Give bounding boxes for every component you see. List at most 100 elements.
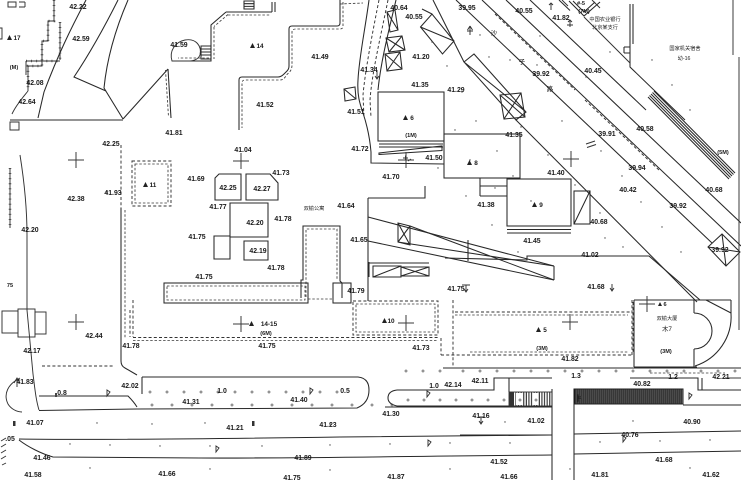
svg-text:40.76: 40.76 (621, 432, 638, 439)
svg-text:41.82: 41.82 (561, 356, 578, 363)
svg-text:41.78: 41.78 (267, 265, 284, 272)
svg-text:41.38: 41.38 (477, 202, 494, 209)
svg-text:42.21: 42.21 (712, 374, 729, 381)
svg-text:41.78: 41.78 (122, 343, 139, 350)
svg-text:(5M): (5M) (717, 150, 729, 156)
svg-text:双榆公寓: 双榆公寓 (304, 204, 325, 212)
svg-text:41.59: 41.59 (170, 42, 187, 49)
svg-text:41.66: 41.66 (158, 471, 175, 478)
svg-text:11: 11 (150, 182, 157, 189)
svg-text:41.75: 41.75 (258, 343, 275, 350)
svg-text:41.31: 41.31 (182, 399, 199, 406)
svg-text:42.59: 42.59 (72, 36, 89, 43)
svg-text:41.75: 41.75 (447, 286, 464, 293)
svg-text:42.27: 42.27 (253, 186, 270, 193)
svg-text:幼-16: 幼-16 (678, 54, 691, 62)
svg-text:41.16: 41.16 (472, 413, 489, 420)
svg-text:41.58: 41.58 (24, 472, 41, 479)
svg-text:(7M): (7M) (578, 9, 590, 15)
svg-text:14-15: 14-15 (261, 321, 278, 328)
svg-text:42.22: 42.22 (69, 4, 86, 11)
svg-text:41.20: 41.20 (412, 54, 429, 61)
svg-text:42.14: 42.14 (444, 382, 461, 389)
svg-text:41.70: 41.70 (382, 174, 399, 181)
svg-text:41.78: 41.78 (274, 216, 291, 223)
svg-text:42.25: 42.25 (102, 141, 119, 148)
svg-text:41.40: 41.40 (547, 170, 564, 177)
svg-text:41.75: 41.75 (188, 234, 205, 241)
svg-text:41.83: 41.83 (16, 379, 33, 386)
svg-text:41.40: 41.40 (290, 397, 307, 404)
svg-text:1.3: 1.3 (571, 373, 581, 380)
svg-text:(M): (M) (10, 65, 19, 71)
svg-text:42.44: 42.44 (85, 333, 102, 340)
svg-text:41.52: 41.52 (490, 459, 507, 466)
svg-text:40.82: 40.82 (633, 381, 650, 388)
svg-text:41.46: 41.46 (33, 455, 50, 462)
svg-text:39.92: 39.92 (711, 247, 728, 254)
svg-text:40.45: 40.45 (584, 68, 601, 75)
svg-text:41.79: 41.79 (347, 288, 364, 295)
svg-text:14: 14 (256, 43, 264, 50)
svg-text:42.25: 42.25 (219, 185, 236, 192)
svg-text:1.0: 1.0 (429, 383, 439, 390)
svg-text:1.2: 1.2 (668, 374, 678, 381)
svg-text:41.45: 41.45 (523, 238, 540, 245)
svg-text:41.81: 41.81 (591, 472, 608, 479)
svg-text:41.52: 41.52 (256, 102, 273, 109)
svg-text:41.75: 41.75 (283, 475, 300, 480)
svg-text:41.07: 41.07 (26, 420, 43, 427)
svg-text:42.08: 42.08 (26, 80, 43, 87)
svg-text:41.73: 41.73 (272, 170, 289, 177)
svg-text:41.50: 41.50 (425, 155, 442, 162)
svg-text:41.65: 41.65 (350, 237, 367, 244)
svg-text:.05: .05 (5, 436, 15, 443)
svg-text:41.30: 41.30 (382, 411, 399, 418)
svg-text:41.72: 41.72 (351, 146, 368, 153)
svg-text:40.68: 40.68 (705, 187, 722, 194)
svg-text:39.92: 39.92 (532, 71, 549, 78)
svg-text:6: 6 (410, 115, 414, 122)
svg-text:17: 17 (13, 35, 21, 42)
svg-text:40.64: 40.64 (390, 5, 407, 12)
svg-text:国家机关宿舍: 国家机关宿舍 (669, 44, 701, 52)
svg-text:(6M): (6M) (260, 331, 272, 337)
svg-text:41.29: 41.29 (447, 87, 464, 94)
svg-text:(3M): (3M) (536, 346, 548, 352)
svg-text:10: 10 (387, 318, 395, 325)
svg-text:41.62: 41.62 (702, 472, 719, 479)
svg-text:6: 6 (663, 302, 666, 308)
svg-text:42.38: 42.38 (67, 196, 84, 203)
svg-text:41.23: 41.23 (319, 422, 336, 429)
svg-text:40.90: 40.90 (683, 419, 700, 426)
svg-text:41.77: 41.77 (209, 204, 226, 211)
svg-text:42.20: 42.20 (246, 220, 263, 227)
svg-text:42.19: 42.19 (249, 248, 266, 255)
svg-text:40.55: 40.55 (515, 8, 532, 15)
svg-text:41.89: 41.89 (294, 455, 311, 462)
svg-text:41.35: 41.35 (411, 82, 428, 89)
svg-text:0.5: 0.5 (340, 388, 350, 395)
svg-text:41.81: 41.81 (165, 130, 182, 137)
svg-text:42.20: 42.20 (21, 227, 38, 234)
svg-text:41.68: 41.68 (587, 284, 604, 291)
svg-text:双榆大厦: 双榆大厦 (657, 314, 678, 322)
svg-text:42.64: 42.64 (18, 99, 35, 106)
svg-text:40.42: 40.42 (619, 187, 636, 194)
svg-text:41.35: 41.35 (505, 132, 522, 139)
svg-text:39.94: 39.94 (628, 165, 645, 172)
svg-text:39.91: 39.91 (598, 131, 615, 138)
svg-text:41.64: 41.64 (337, 203, 354, 210)
svg-text:中国农业银行: 中国农业银行 (589, 15, 620, 23)
svg-text:1.0: 1.0 (217, 388, 227, 395)
svg-text:40.58: 40.58 (636, 126, 653, 133)
svg-text:8: 8 (474, 160, 478, 167)
svg-text:41.66: 41.66 (500, 474, 517, 480)
svg-text:41.93: 41.93 (104, 190, 121, 197)
svg-text:42.17: 42.17 (23, 348, 40, 355)
svg-text:5: 5 (543, 327, 547, 334)
svg-text:40.68: 40.68 (590, 219, 607, 226)
svg-text:(1M): (1M) (405, 133, 417, 139)
svg-text:75: 75 (7, 283, 13, 289)
svg-text:路: 路 (547, 84, 554, 93)
